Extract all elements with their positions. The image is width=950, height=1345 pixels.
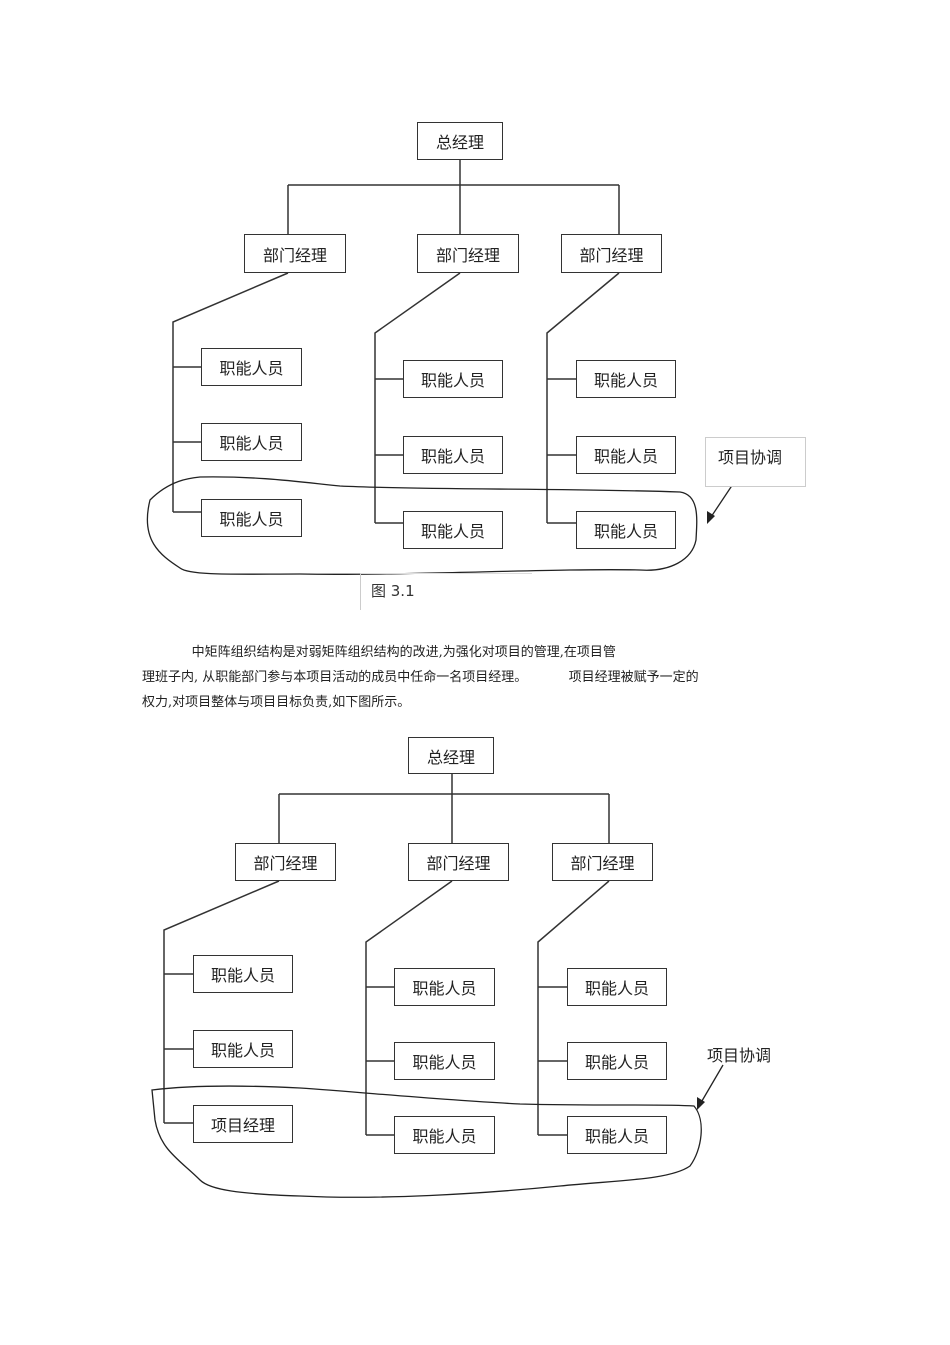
body-paragraph: 中矩阵组织结构是对弱矩阵组织结构的改进,为强化对项目的管理,在项目管 理班子内,… [142, 640, 782, 715]
coordination-outline-1 [146, 476, 698, 575]
arrow-head-1 [707, 511, 715, 524]
staff-box: 职能人员 [193, 1030, 293, 1068]
paragraph-line: 中矩阵组织结构是对弱矩阵组织结构的改进,为强化对项目的管理,在项目管 [142, 645, 616, 660]
paragraph-line: 理班子内, 从职能部门参与本项目活动的成员中任命一名项目经理。 项目经理被赋予一… [142, 670, 699, 685]
staff-box: 职能人员 [403, 360, 503, 398]
staff-box: 职能人员 [201, 423, 302, 461]
staff-box: 职能人员 [394, 1116, 495, 1154]
staff-box: 职能人员 [403, 511, 503, 549]
department-manager-box: 部门经理 [561, 234, 662, 273]
department-manager-box: 部门经理 [235, 843, 336, 881]
staff-box: 职能人员 [576, 511, 676, 549]
staff-box: 职能人员 [567, 1042, 667, 1080]
department-manager-box: 部门经理 [408, 843, 509, 881]
staff-box: 职能人员 [576, 436, 676, 474]
department-manager-box: 部门经理 [552, 843, 653, 881]
staff-box: 职能人员 [567, 968, 667, 1006]
staff-box: 职能人员 [394, 968, 495, 1006]
department-manager-box: 部门经理 [244, 234, 346, 273]
arrow-head-2 [697, 1097, 705, 1110]
project-coordination-label: 项目协调 [707, 1046, 772, 1065]
project-manager-box: 项目经理 [193, 1105, 293, 1143]
department-manager-box: 部门经理 [417, 234, 519, 273]
staff-box: 职能人员 [394, 1042, 495, 1080]
general-manager-box: 总经理 [408, 737, 494, 774]
paragraph-line: 权力,对项目整体与项目目标负责,如下图所示。 [142, 695, 411, 710]
staff-box: 职能人员 [193, 955, 293, 993]
staff-box: 职能人员 [201, 499, 302, 537]
staff-box: 职能人员 [567, 1116, 667, 1154]
staff-box: 职能人员 [403, 436, 503, 474]
figure-caption: 图 3.1 [360, 573, 532, 610]
staff-box: 职能人员 [201, 348, 302, 386]
project-coordination-label: 项目协调 [705, 437, 806, 487]
general-manager-box: 总经理 [417, 122, 503, 160]
staff-box: 职能人员 [576, 360, 676, 398]
coordination-outline-2 [151, 1085, 702, 1198]
